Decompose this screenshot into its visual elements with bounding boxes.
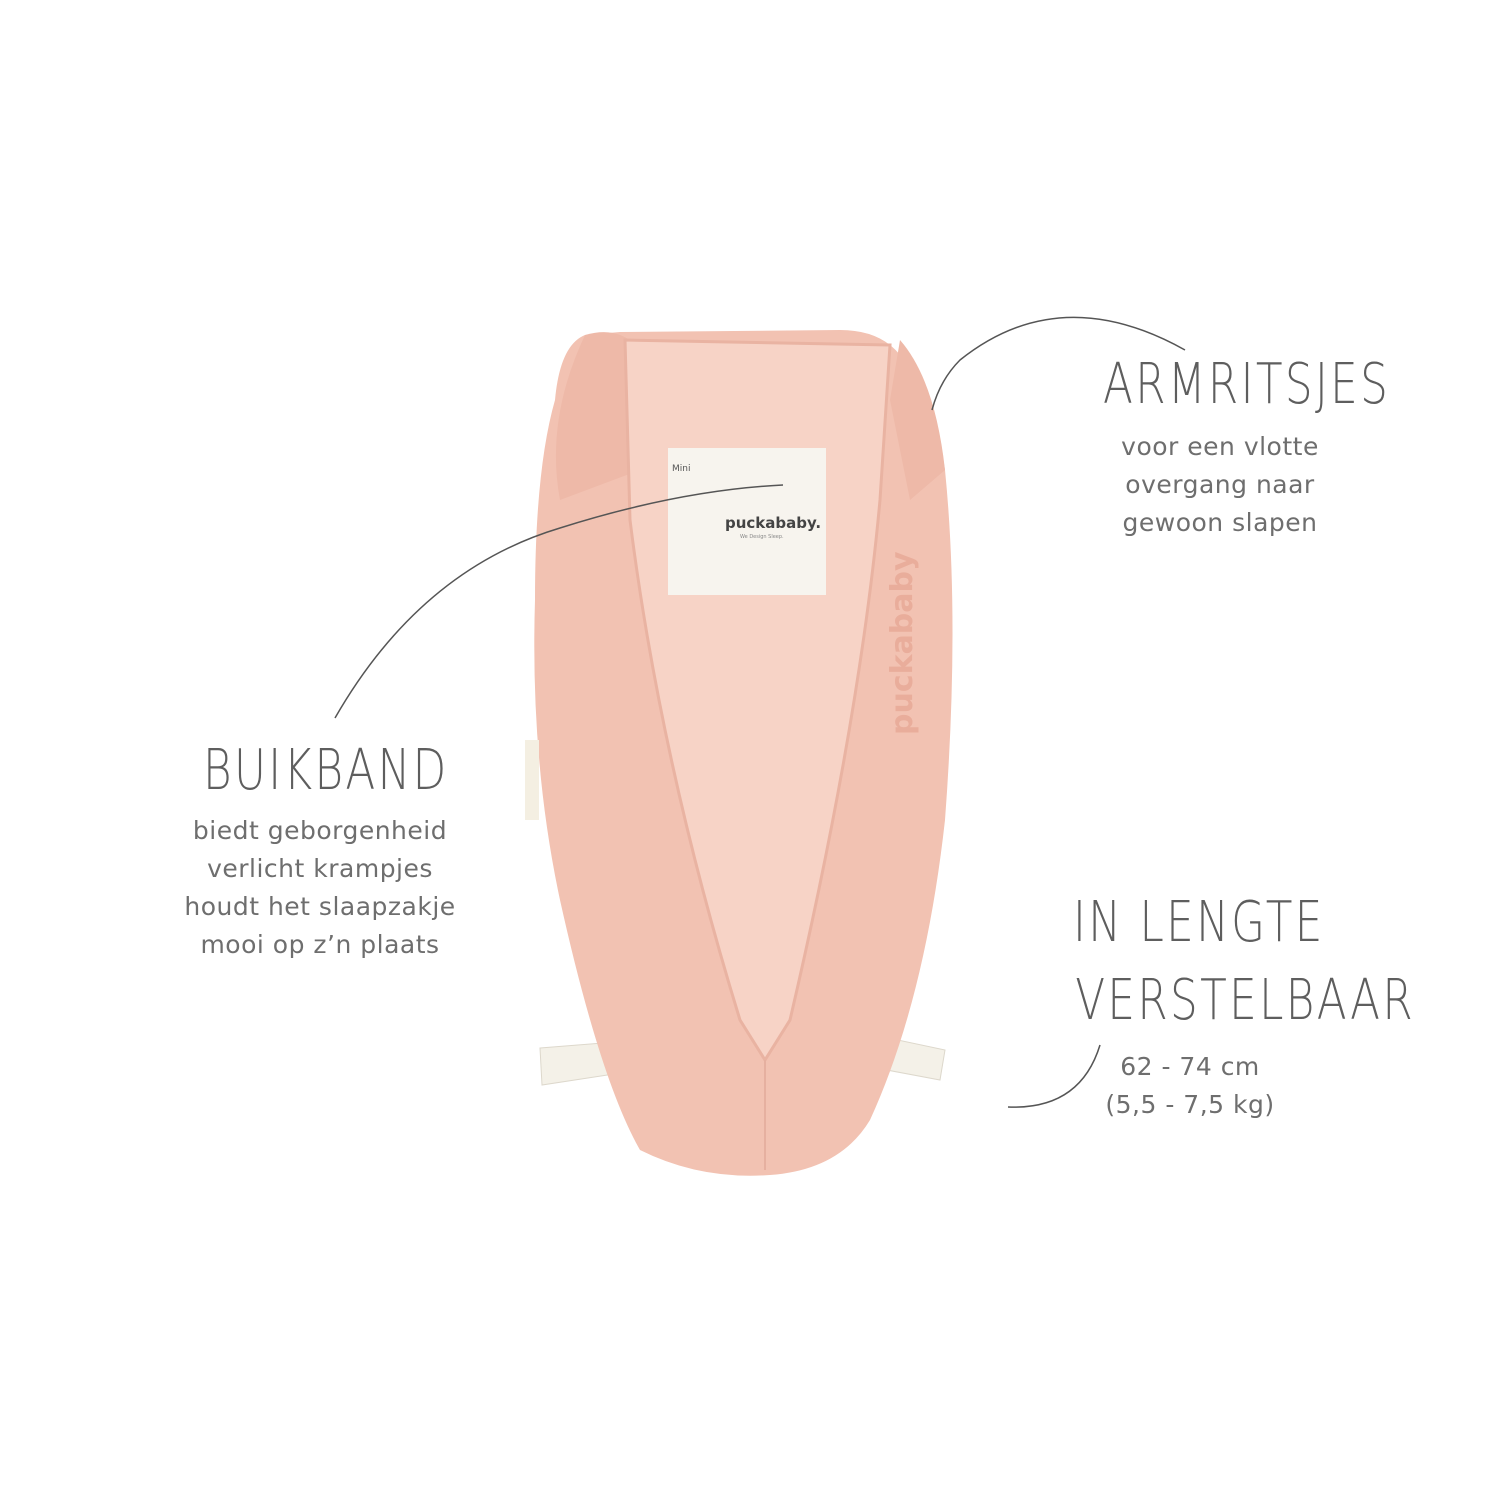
- text-line: houdt het slaapzakje: [184, 892, 456, 921]
- text-line: 62 - 74 cm: [1120, 1052, 1260, 1081]
- armritsjes-description: voor een vlotte overgang naar gewoon sla…: [1070, 428, 1370, 542]
- side-tag: [525, 740, 539, 820]
- lengte-description: 62 - 74 cm (5,5 - 7,5 kg): [1050, 1048, 1330, 1124]
- lengte-title-line-1: IN LENGTE: [1073, 890, 1325, 955]
- buikband-title: BUIKBAND: [203, 738, 449, 803]
- text-line: verlicht krampjes: [207, 854, 433, 883]
- armritsjes-title: ARMRITSJES: [1103, 352, 1391, 417]
- text-line: (5,5 - 7,5 kg): [1105, 1090, 1275, 1119]
- leader-line-buikband: [334, 484, 784, 719]
- left-arm-zip-panel: [555, 332, 640, 500]
- text-line: overgang naar: [1125, 470, 1315, 499]
- text-line: mooi op z’n plaats: [200, 930, 440, 959]
- label-brand: puckababy.: [725, 514, 821, 532]
- lengte-title-line-2: VERSTELBAAR: [1075, 968, 1416, 1033]
- text-line: voor een vlotte: [1121, 432, 1319, 461]
- leader-line-lengte: [1007, 1044, 1101, 1108]
- text-line: gewoon slapen: [1122, 508, 1318, 537]
- side-print-logo: puckababy: [885, 551, 920, 735]
- right-arm-zip-panel: [890, 340, 945, 500]
- belly-band-label: [668, 448, 826, 595]
- buikband-description: biedt geborgenheid verlicht krampjes hou…: [150, 812, 490, 964]
- leader-line-armritsjes: [931, 316, 1186, 411]
- label-size: Mini: [672, 464, 690, 474]
- text-line: biedt geborgenheid: [192, 816, 448, 845]
- label-tagline: We Design Sleep.: [740, 534, 784, 540]
